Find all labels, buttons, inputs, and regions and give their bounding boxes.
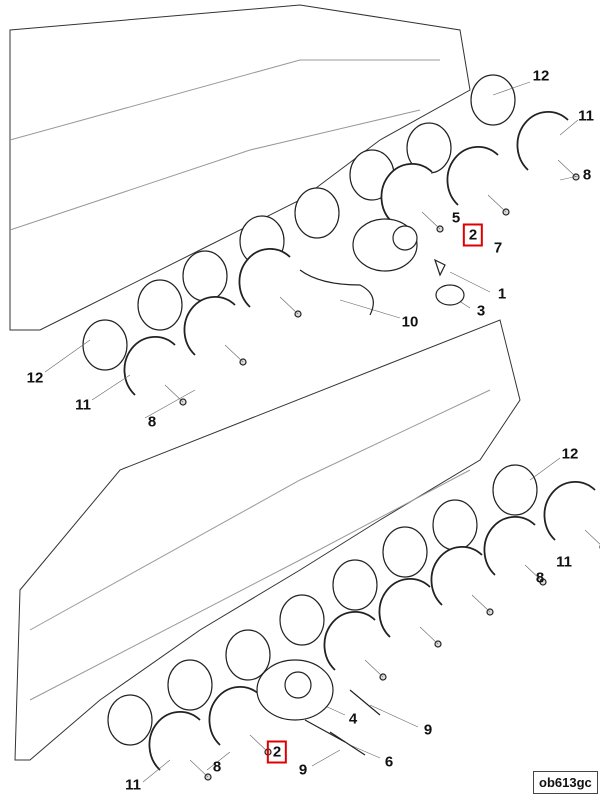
cover-plate [446, 146, 499, 206]
callout-7: 7 [493, 239, 503, 257]
cover-plate [323, 611, 376, 671]
callout-2-highlighted-top: 2 [462, 223, 484, 247]
callout-9-upper: 9 [423, 721, 433, 739]
callout-3: 3 [476, 302, 486, 320]
gasket-ring [182, 250, 228, 302]
cover-plate [183, 296, 236, 356]
leader-line [529, 457, 561, 481]
leader-line [471, 594, 491, 613]
gasket-ring [492, 464, 538, 516]
callout-10: 10 [401, 313, 419, 331]
gasket-ring [432, 499, 478, 551]
gasket-ring [382, 526, 428, 578]
leader-line [44, 339, 91, 373]
callout-8-bottom-left: 8 [212, 758, 222, 776]
leader-line [492, 81, 531, 96]
gasket-ring [332, 559, 378, 611]
leader-line [559, 175, 579, 181]
cover-plate [378, 578, 431, 638]
leader-line [487, 194, 507, 213]
leader-line [224, 344, 244, 363]
callout-1: 1 [497, 285, 507, 303]
cover-plate [430, 546, 483, 606]
leader-line [164, 384, 184, 403]
engine-block-bottom [14, 319, 521, 761]
cover-plate [516, 111, 569, 171]
leader-line [557, 159, 577, 178]
callout-8-top-left: 8 [147, 413, 157, 431]
callout-8-top-right: 8 [582, 166, 592, 184]
leader-line [421, 211, 441, 230]
leader-line [339, 299, 401, 319]
callout-11-top-right: 11 [578, 107, 594, 125]
callout-9-lower: 9 [298, 761, 308, 779]
leader-line [249, 734, 269, 753]
gasket-ring [82, 319, 128, 371]
leader-line [144, 389, 196, 419]
gasket-ring [279, 594, 325, 646]
callout-5: 5 [451, 209, 461, 227]
gasket-ring [225, 629, 271, 681]
callout-2-highlighted-bottom: 2 [266, 740, 288, 764]
callout-12-top-right: 12 [532, 67, 550, 85]
leader-line [524, 564, 544, 583]
reference-code: ob613gc [533, 771, 598, 794]
leader-line [369, 704, 419, 728]
cover-plate [380, 163, 433, 223]
callout-6: 6 [384, 753, 394, 771]
callout-12-top-left: 12 [26, 369, 44, 387]
cover-plate [123, 336, 176, 396]
cover-plate [208, 686, 261, 746]
callout-4: 4 [348, 710, 358, 728]
cover-plate [148, 711, 201, 771]
gasket-ring [167, 659, 213, 711]
callout-8-bottom-right: 8 [535, 569, 545, 587]
callout-11-bottom-left: 11 [125, 776, 141, 794]
cover-plate [543, 481, 596, 541]
leader-line [349, 744, 381, 759]
leader-line [279, 296, 299, 315]
leader-line [311, 749, 341, 767]
leader-line [206, 751, 231, 771]
leader-line [584, 529, 600, 545]
cover-plate [483, 516, 536, 576]
gasket-ring [107, 694, 153, 746]
gasket-ring [137, 279, 183, 331]
callout-11-bottom-right: 11 [556, 553, 572, 571]
water-pump-bottom [256, 659, 381, 756]
leader-line [419, 626, 439, 645]
cover-plate [238, 248, 291, 308]
gasket-ring [470, 74, 516, 126]
water-pump-top [299, 218, 465, 316]
gasket-ring [294, 187, 340, 239]
leader-line [559, 119, 579, 136]
callout-11-top-left: 11 [75, 396, 91, 414]
leader-line [364, 659, 384, 678]
callout-12-bottom-right: 12 [561, 445, 579, 463]
leader-line [142, 759, 171, 783]
leader-line [91, 374, 131, 401]
leader-line [189, 759, 209, 778]
leader-line [449, 271, 491, 293]
